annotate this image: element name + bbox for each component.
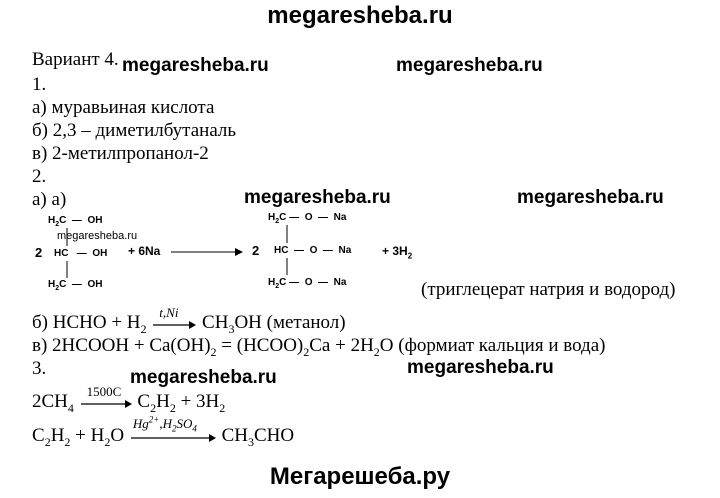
product-row-3: H2C — O — Na (268, 277, 347, 290)
product-row-1: H2C — O — Na (268, 212, 347, 225)
watermark-top: megaresheba.ru (267, 2, 453, 29)
coefficient-right: 2 (252, 243, 260, 258)
watermark: megaresheba.ru (517, 187, 664, 208)
watermark: megaresheba.ru (122, 55, 269, 76)
answer-1b: б) 2,3 – диметилбутаналь (32, 120, 237, 141)
question-2-number: 2. (32, 166, 47, 187)
product-row-2: HC — O — Na (274, 245, 352, 256)
answer-2b: б) HCHO + H2 t,Ni CH3OH (метанол) (32, 304, 346, 336)
answer-3-reaction-2: C2H2 + H2O Hg2+,H2SO4 CH3CHO (32, 414, 295, 449)
watermark-small: megaresheba.ru (57, 230, 138, 242)
reagent-sodium: + 6Na (128, 244, 161, 258)
answer-1c: в) 2-метилпропанол-2 (32, 143, 209, 164)
glycerol-row-2: HC — OH (54, 248, 108, 259)
watermark: megaresheba.ru (407, 357, 554, 378)
question-1-number: 1. (32, 74, 47, 95)
coefficient-left: 2 (35, 245, 43, 260)
reagent-hydrogen: + 3H2 (382, 244, 413, 261)
watermark: megaresheba.ru (244, 187, 391, 208)
watermark: megaresheba.ru (130, 367, 277, 388)
answer-2a-label: а) а) (32, 189, 67, 210)
reaction-bonds-and-arrow (66, 225, 288, 278)
watermark-bottom: Мегарешеба.ру (269, 463, 451, 490)
question-3-number: 3. (32, 358, 47, 379)
watermark: megaresheba.ru (396, 55, 543, 76)
answer-2a-note: (триглецерат натрия и водород) (421, 279, 676, 300)
glycerol-row-1: H2C — OH (48, 215, 103, 228)
reaction-glycerol-sodium: 2 + 6Na 2 H2C — OH HC — OH H2C — OH H2C … (30, 206, 413, 301)
glycerol-row-3: H2C — OH (48, 279, 103, 292)
answer-1a: а) муравьиная кислота (32, 97, 215, 118)
answer-2c: в) 2HCOOH + Ca(OH)2 = (HCOO)2Ca + 2H2O (… (32, 335, 606, 359)
variant-title: Вариант 4. (32, 49, 119, 70)
answer-3-reaction-1: 2CH4 1500C C2H2 + 3H2 (32, 383, 226, 415)
